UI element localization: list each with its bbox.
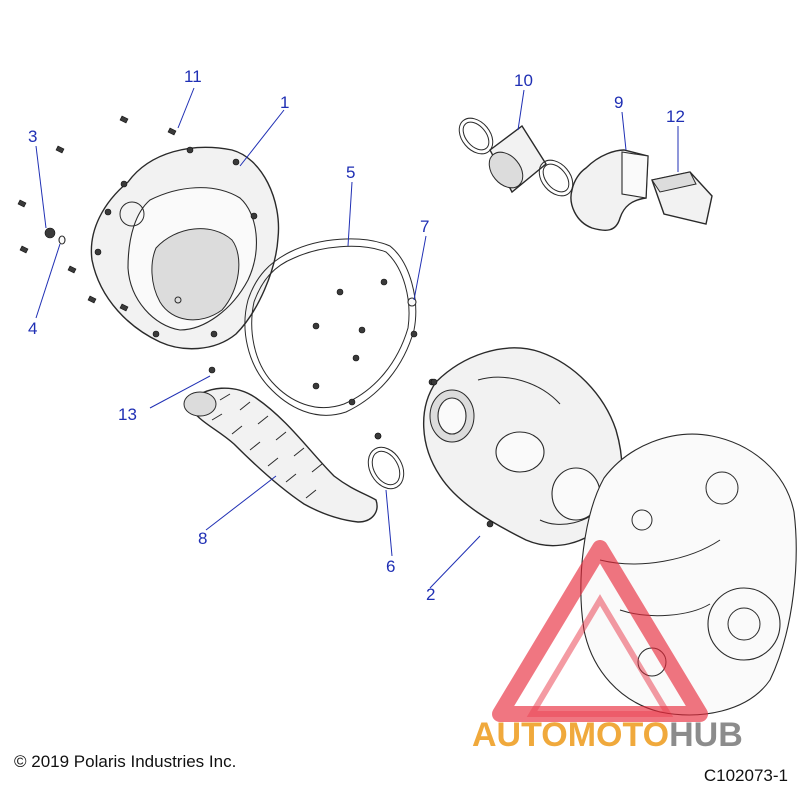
callout-7: 7	[420, 217, 429, 236]
duct-elbow	[570, 149, 649, 231]
callout-2: 2	[426, 585, 435, 604]
outer-clutch-cover	[90, 146, 280, 350]
transmission-case	[580, 433, 797, 716]
duct-coupler-assembly	[458, 117, 574, 197]
cover-seal	[244, 238, 436, 440]
automotohub-logo-icon	[492, 540, 708, 722]
callout-13: 13	[118, 405, 137, 424]
hose-clamp-6	[367, 432, 405, 490]
drawing-number: C102073-1	[703, 766, 788, 785]
copyright-notice: © 2019 Polaris Industries Inc.	[14, 752, 237, 771]
duct-cap	[651, 171, 713, 225]
cover-screws	[17, 115, 177, 312]
callout-6: 6	[386, 557, 395, 576]
inner-clutch-cover	[422, 347, 623, 547]
callout-5: 5	[346, 163, 355, 182]
callout-3: 3	[28, 127, 37, 146]
callout-10: 10	[514, 71, 533, 90]
watermark-hub: HUB	[669, 716, 743, 754]
automotohub-watermark: AUTOMOTOHUB	[472, 716, 743, 755]
callout-1: 1	[280, 93, 289, 112]
watermark-auto: AUTO	[472, 716, 568, 754]
callout-labels: 1 2 3 4 5 6 7 8 9 10 11 12 13	[28, 67, 685, 604]
callout-12: 12	[666, 107, 685, 126]
callout-11: 11	[184, 67, 202, 86]
watermark-moto: MOTO	[567, 716, 670, 754]
leader-lines	[35, 87, 679, 589]
callout-4: 4	[28, 319, 37, 338]
callout-8: 8	[198, 529, 207, 548]
intake-duct	[183, 366, 378, 523]
callout-9: 9	[614, 93, 623, 112]
